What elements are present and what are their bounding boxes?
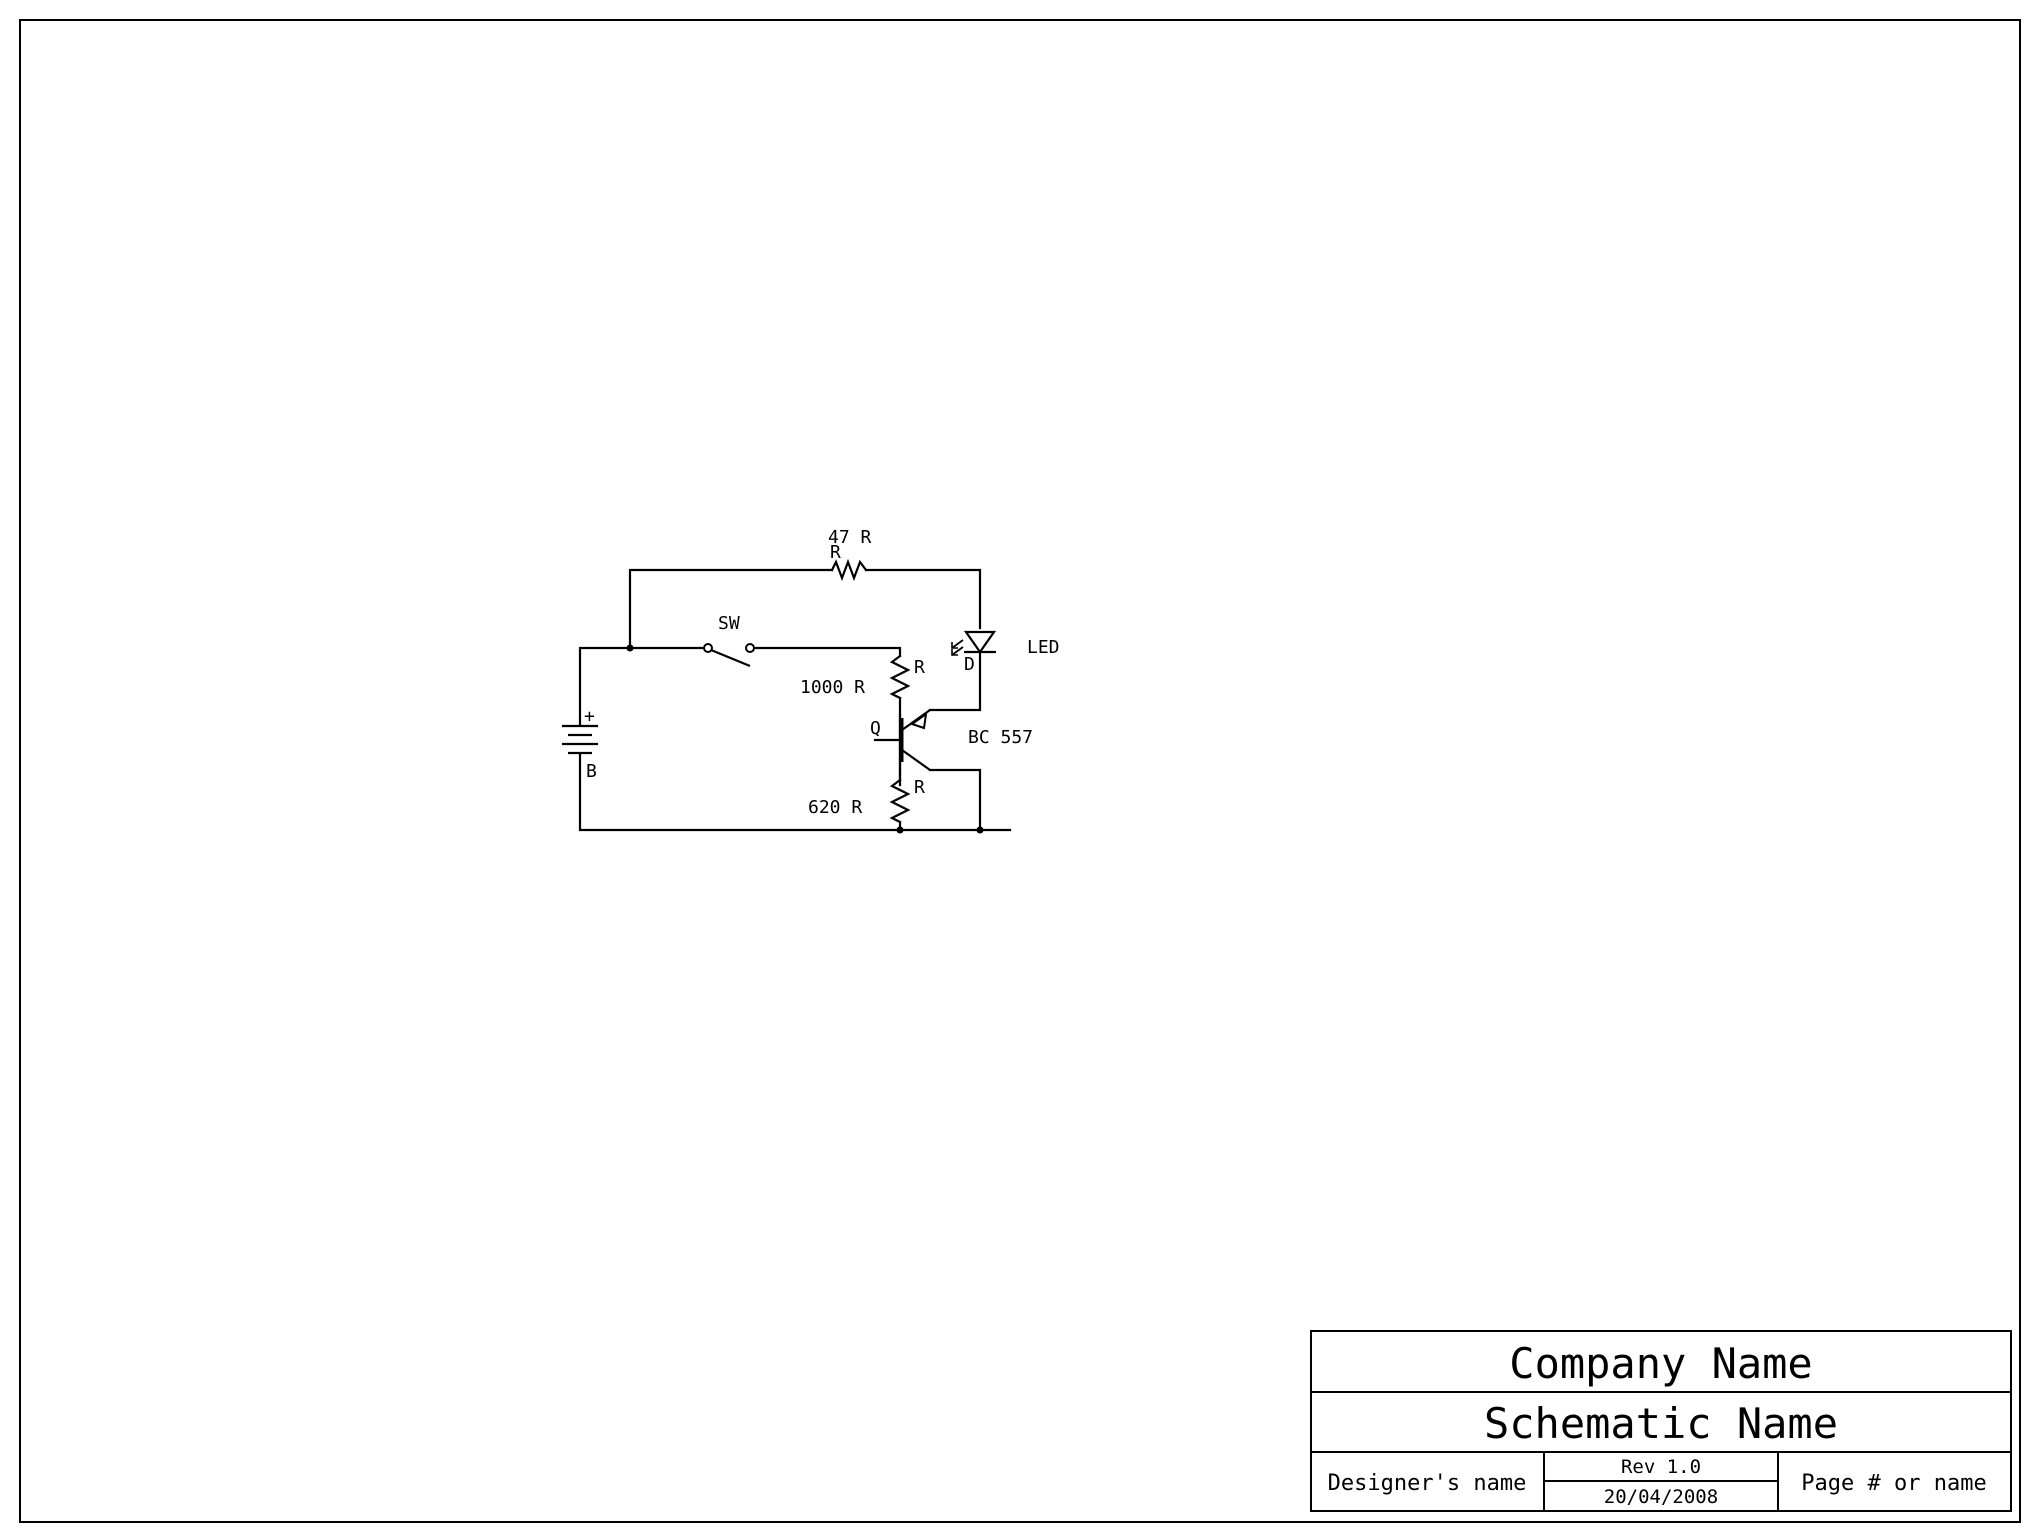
title-block-schematic-name: Schematic Name (1484, 1399, 1838, 1448)
junctions (626, 644, 984, 834)
label-switch-ref: SW (718, 613, 740, 634)
wires (578, 568, 1012, 832)
switch-symbol (700, 643, 758, 668)
junction-dot (896, 826, 904, 834)
title-block-company: Company Name (1509, 1339, 1812, 1388)
label-transistor-ref: Q (870, 718, 881, 739)
resistor-47r-symbol (830, 558, 868, 582)
label-led-value: LED (1027, 637, 1060, 658)
wire-led-to-emitter (928, 650, 982, 712)
label-battery-ref: B (586, 761, 597, 782)
wire-ground-rail (578, 754, 1012, 832)
title-block: Company Name Schematic Name Designer's n… (1310, 1330, 2012, 1512)
junction-dot (626, 644, 634, 652)
label-r-bottom-ref: R (914, 777, 925, 798)
label-r-top-ref: R (830, 542, 841, 563)
title-block-designer: Designer's name (1328, 1471, 1527, 1496)
resistor-620r-symbol (889, 778, 911, 824)
led-symbol (951, 630, 997, 656)
wire-battery-plus (578, 646, 702, 720)
title-block-date: 20/04/2008 (1604, 1486, 1718, 1508)
title-block-border (1310, 1330, 2012, 1512)
wire-top-loop (628, 568, 834, 650)
wire-switch-to-r-mid (756, 646, 902, 658)
label-r-mid-ref: R (914, 657, 925, 678)
title-block-page: Page # or name (1801, 1471, 1986, 1496)
label-r-bottom-value: 620 R (808, 797, 862, 818)
label-battery-plus: + (584, 706, 595, 727)
label-led-ref: D (964, 654, 975, 675)
label-r-mid-value: 1000 R (800, 677, 865, 698)
label-r-top-value: 47 R (828, 527, 872, 548)
junction-dot (976, 826, 984, 834)
sheet-border (19, 19, 2021, 1523)
wire-collector-to-ground (928, 768, 982, 832)
transistor-symbol (900, 709, 931, 771)
label-transistor-value: BC 557 (968, 727, 1033, 748)
wire-top-to-led (864, 568, 982, 630)
title-block-revision: Rev 1.0 (1621, 1456, 1701, 1478)
resistor-1000r-symbol (889, 654, 911, 700)
battery-symbol (562, 718, 598, 756)
